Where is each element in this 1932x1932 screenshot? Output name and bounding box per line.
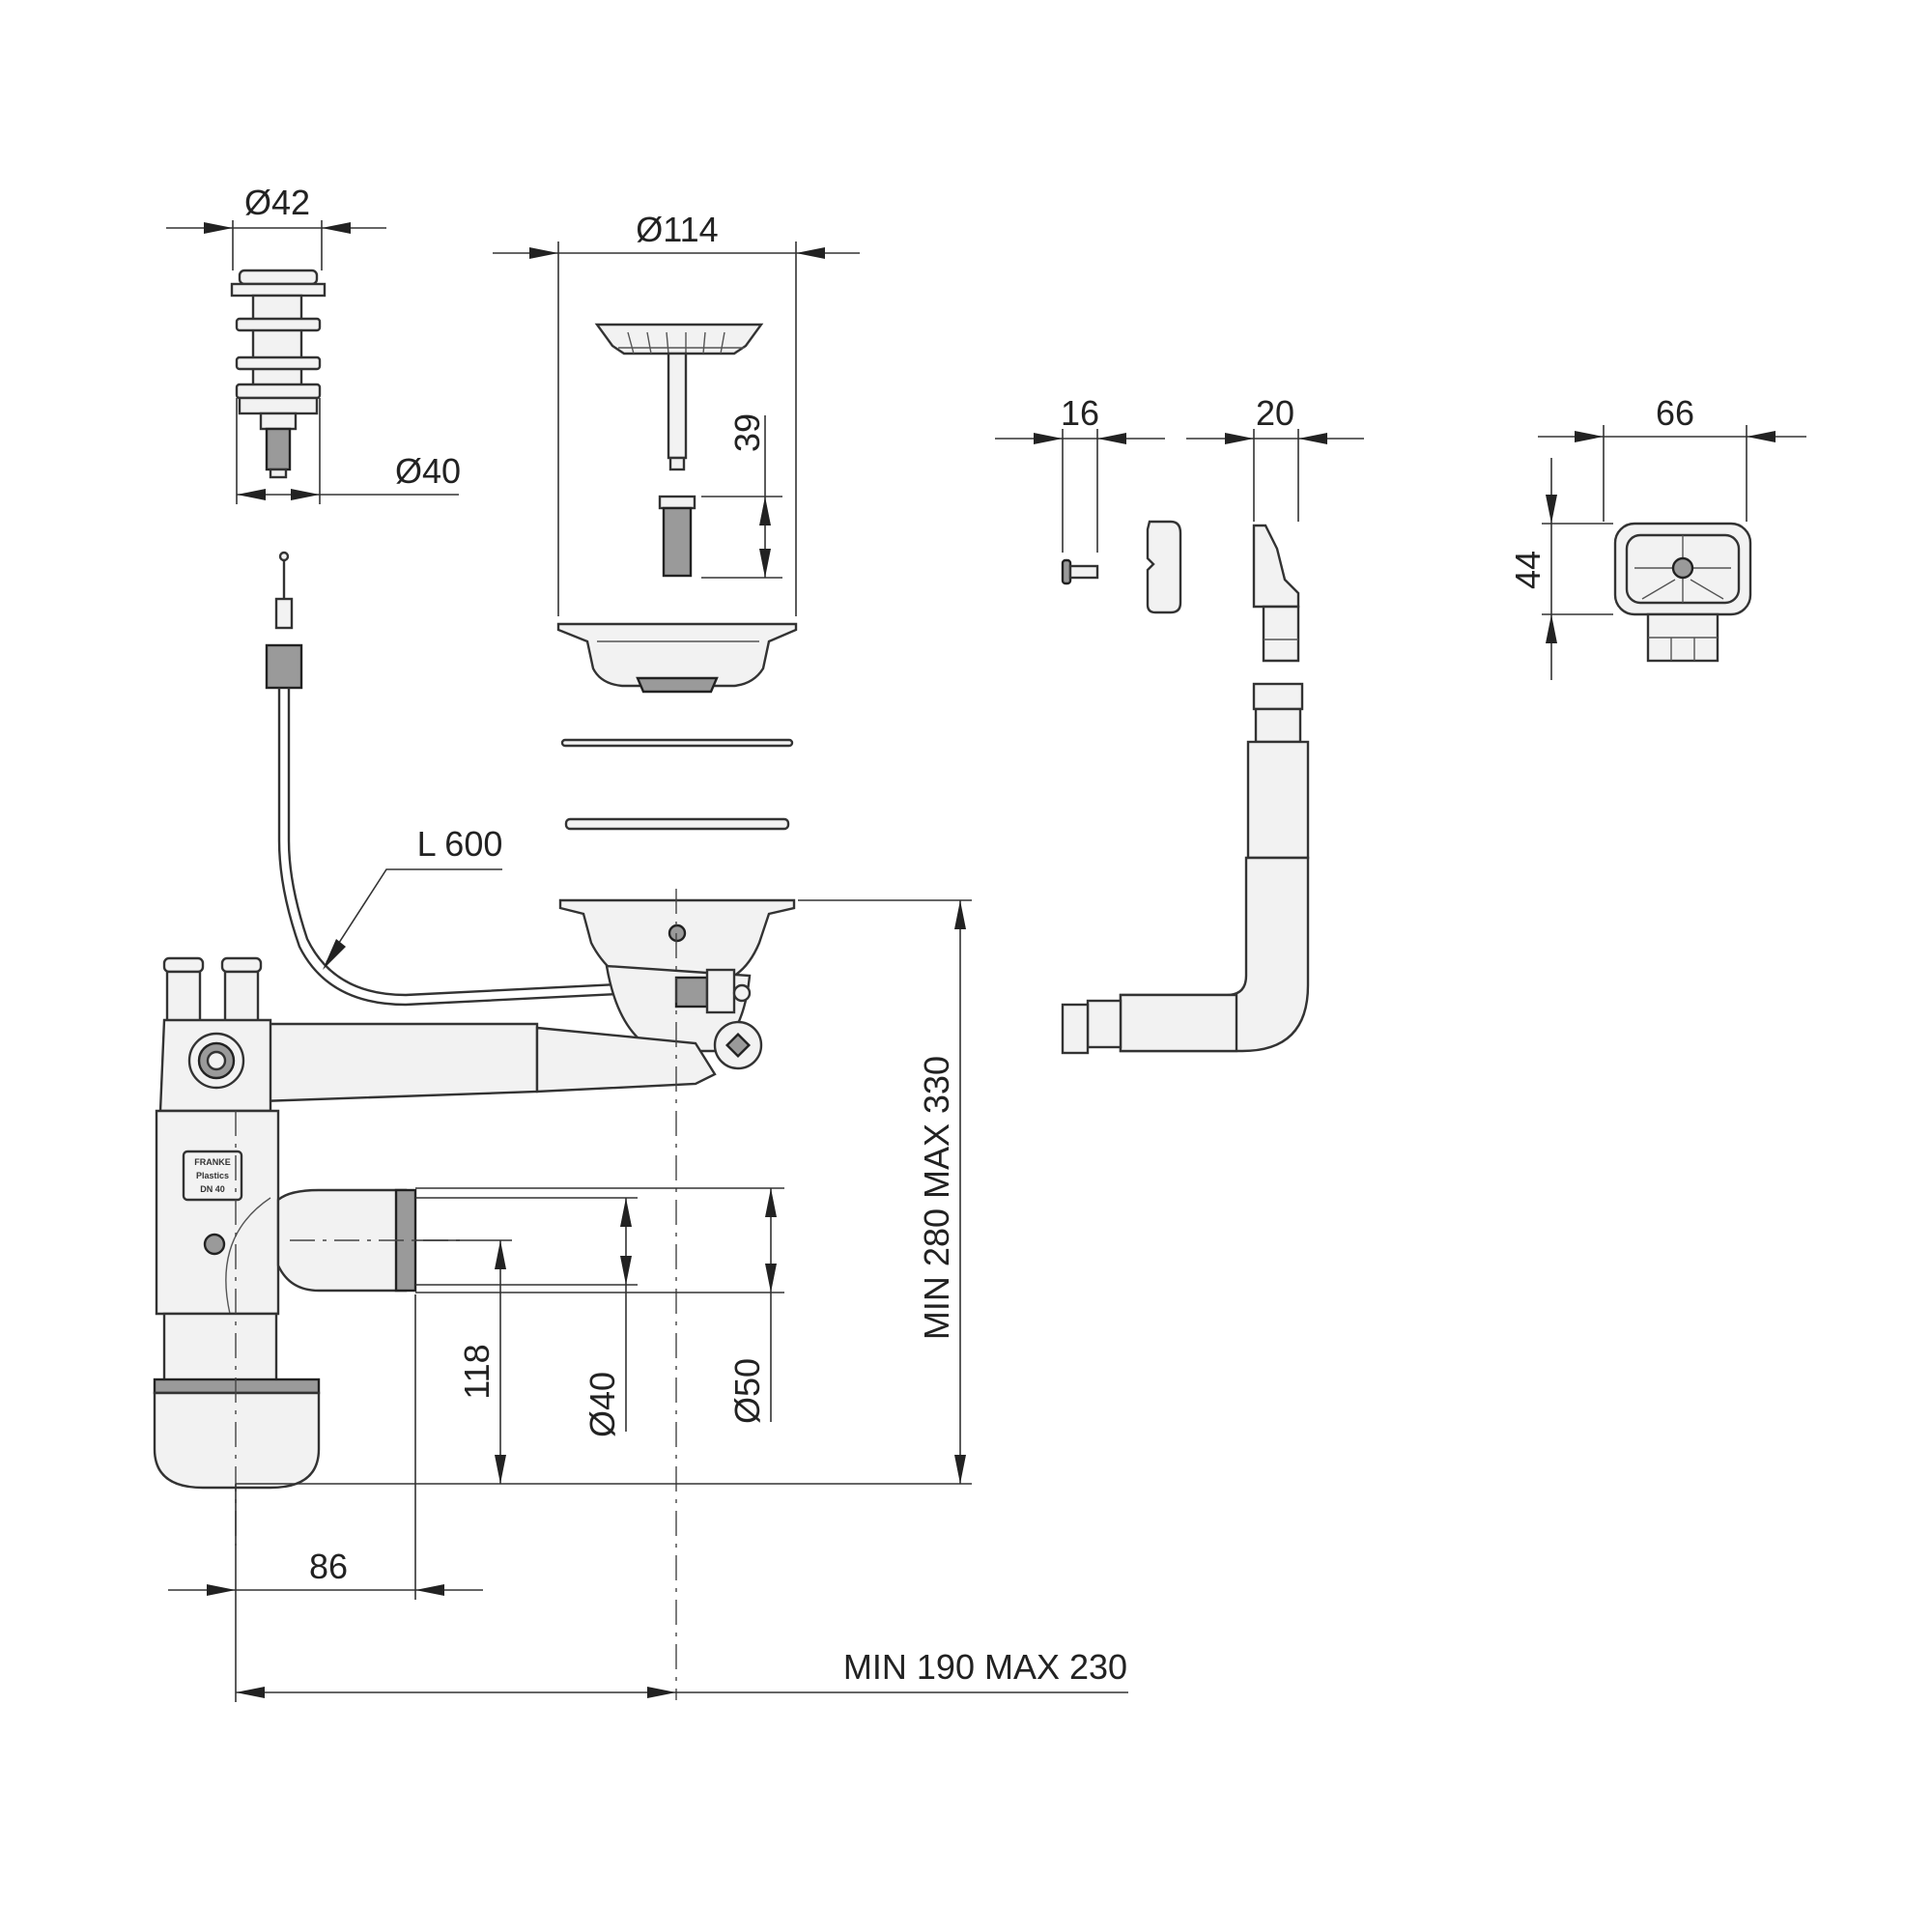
cable-end-fitting bbox=[274, 597, 294, 630]
popup-tip-end bbox=[269, 468, 288, 479]
popup-nut-lower bbox=[235, 383, 322, 400]
trap-ring bbox=[153, 1378, 321, 1395]
lever-pivot bbox=[732, 983, 752, 1003]
trap-clean-screw bbox=[203, 1233, 226, 1256]
dim-label-popup-top: Ø42 bbox=[244, 183, 310, 222]
connector-1-top bbox=[162, 956, 205, 974]
waste-lock-pin bbox=[668, 923, 687, 943]
bowden-cable bbox=[265, 551, 677, 1007]
dim-label-popup-bottom: Ø40 bbox=[395, 451, 461, 491]
dim-label-outlet-height: 118 bbox=[457, 1344, 497, 1399]
flexible-hose bbox=[1061, 682, 1310, 1055]
flange-bowl bbox=[556, 622, 798, 688]
dim-outlet-outer: Ø50 bbox=[415, 1187, 784, 1424]
connector-1 bbox=[165, 970, 202, 1026]
dim-outlet-inner: Ø40 bbox=[415, 1197, 638, 1437]
hose-corrugated-horizontal bbox=[1119, 993, 1238, 1053]
dim-label-total-height: MIN 280 MAX 330 bbox=[917, 1056, 956, 1340]
dim-label-trap-offset: 86 bbox=[309, 1547, 348, 1586]
waste-body bbox=[558, 898, 796, 1053]
lever-knob-square bbox=[724, 1032, 752, 1059]
gasket-thin bbox=[560, 738, 794, 748]
popup-threaded-tip bbox=[265, 427, 292, 471]
dim-label-strainer-stem: 39 bbox=[727, 413, 767, 452]
dim-clip: 20 bbox=[1186, 393, 1364, 522]
popup-washer bbox=[238, 396, 319, 415]
dim-label-outlet-inner: Ø40 bbox=[582, 1372, 622, 1437]
flange-bottom-ring bbox=[636, 676, 719, 694]
hose-top-fitting bbox=[1252, 682, 1304, 711]
popup-cap-base bbox=[230, 282, 327, 298]
dim-label-overflow-height: 44 bbox=[1508, 551, 1548, 589]
lever-block bbox=[674, 976, 709, 1009]
connector-2 bbox=[223, 970, 260, 1030]
dim-label-overflow-width: 66 bbox=[1656, 393, 1694, 433]
strainer-stem bbox=[667, 352, 688, 460]
overflow-cover-screw bbox=[1671, 556, 1694, 580]
trap-cup bbox=[153, 1391, 321, 1490]
dim-total-height: MIN 280 MAX 330 bbox=[798, 899, 972, 1484]
dim-label-horizontal-span: MIN 190 MAX 230 bbox=[843, 1647, 1127, 1687]
gasket-thick bbox=[564, 817, 790, 831]
hose-top-collar bbox=[1254, 707, 1302, 744]
dim-label-strainer: Ø114 bbox=[636, 210, 718, 249]
cable-nut bbox=[265, 643, 303, 690]
popup-nut-middle bbox=[235, 355, 322, 371]
clip-body bbox=[1252, 524, 1300, 609]
logo-plate bbox=[182, 1150, 243, 1202]
dim-screw: 16 bbox=[995, 393, 1165, 553]
screw bbox=[1061, 558, 1099, 585]
overflow-arm-left bbox=[259, 1022, 539, 1103]
strainer-stem-ring bbox=[668, 456, 686, 471]
popup-cap bbox=[238, 269, 319, 286]
overflow-arm-right bbox=[535, 1026, 717, 1094]
dim-label-outlet-outer: Ø50 bbox=[727, 1358, 767, 1424]
trap-neck bbox=[162, 1312, 278, 1387]
lever-clip bbox=[705, 968, 736, 1014]
popup-button-assembly bbox=[230, 269, 327, 479]
dim-overflow-height: 44 bbox=[1508, 458, 1613, 680]
lever-housing bbox=[674, 968, 763, 1070]
dim-horizontal-span: MIN 190 MAX 230 bbox=[235, 1600, 1128, 1702]
stopper-cap bbox=[658, 495, 696, 510]
dim-strainer: Ø114 bbox=[493, 210, 860, 616]
cable-wire-tip bbox=[278, 551, 290, 562]
popup-neck bbox=[259, 412, 298, 431]
dim-label-clip: 20 bbox=[1256, 393, 1294, 433]
dim-outlet-height: 118 bbox=[415, 1239, 512, 1484]
clip-base bbox=[1262, 605, 1300, 663]
overflow-cover bbox=[1613, 522, 1752, 663]
hose-end-fitting bbox=[1061, 1003, 1090, 1055]
hose-taper bbox=[1086, 999, 1122, 1049]
dim-popup-bottom: Ø40 bbox=[236, 398, 461, 504]
dim-trap-offset: 86 bbox=[168, 1294, 483, 1600]
spacer-block bbox=[1146, 520, 1182, 614]
sink-flange-upper bbox=[556, 622, 798, 694]
dim-popup-top: Ø42 bbox=[166, 183, 386, 270]
dim-cable-length: L 600 bbox=[323, 824, 502, 970]
siphon-trap: FRANKE Plastics DN 40 bbox=[153, 956, 417, 1490]
connector-2-top bbox=[220, 956, 263, 974]
hose-corrugated-upper bbox=[1246, 740, 1310, 860]
dim-label-screw: 16 bbox=[1061, 393, 1099, 433]
dim-label-cable-length: L 600 bbox=[417, 824, 503, 864]
popup-nut-upper bbox=[235, 317, 322, 332]
dim-strainer-stem: 39 bbox=[701, 413, 782, 579]
logo-line2: Plastics bbox=[196, 1171, 229, 1180]
screw-shank bbox=[1068, 564, 1099, 580]
strainer-basket bbox=[594, 323, 764, 578]
clip bbox=[1252, 524, 1300, 663]
logo-line1: FRANKE bbox=[194, 1157, 231, 1167]
stopper-threaded-insert bbox=[662, 506, 693, 578]
trap-body bbox=[155, 1109, 280, 1316]
overflow-arm bbox=[259, 1022, 717, 1103]
cable-sheath bbox=[277, 688, 677, 1007]
dim-overflow-width: 66 bbox=[1538, 393, 1806, 522]
strainer-bowl bbox=[594, 323, 764, 355]
logo-line3: DN 40 bbox=[200, 1184, 225, 1194]
